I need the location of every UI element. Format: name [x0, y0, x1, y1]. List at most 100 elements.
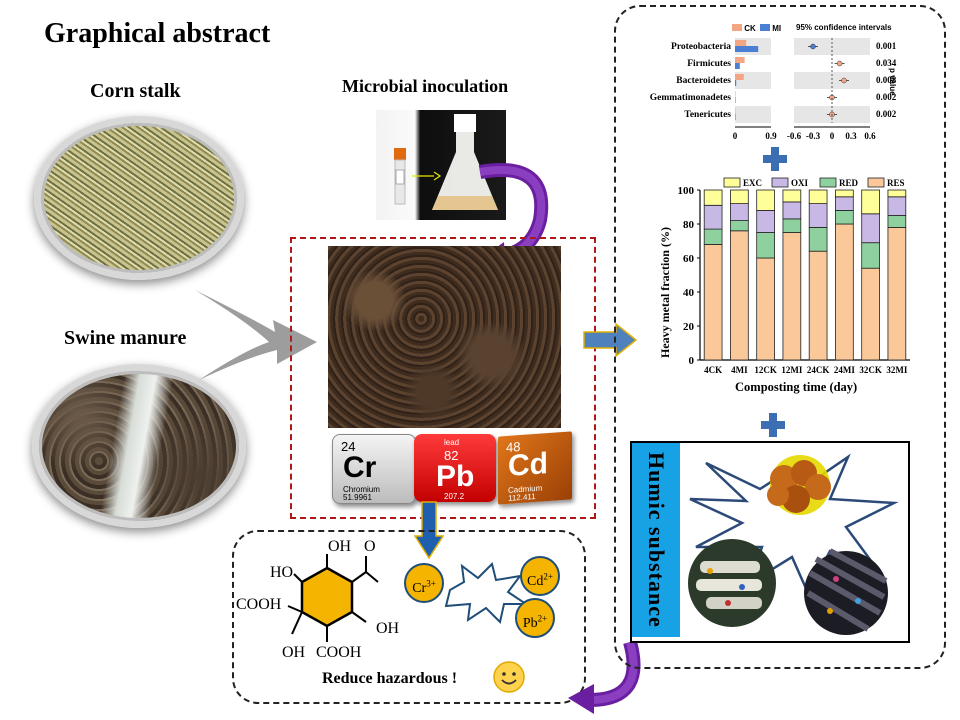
mol-o-top: O: [364, 538, 376, 555]
bacteria-row-bg-left: [735, 72, 771, 89]
bacteria-ci-point: [841, 77, 847, 84]
humic-molecule: [287, 554, 379, 642]
inoculation-photo: [376, 110, 506, 220]
heavy-bar-red: [756, 232, 775, 259]
bacteria-ci-point: [836, 60, 843, 67]
heavy-bar-oxi: [835, 196, 854, 211]
heavy-legend-swatch: [819, 177, 837, 188]
bacteria-pvalue: 0.002: [876, 92, 897, 102]
heavy-bar-res: [703, 244, 723, 361]
heavy-bar-exc: [887, 189, 907, 198]
pb-mass: 207.2: [444, 492, 465, 501]
element-tile-cd: 48 Cd Cadmium 112.411: [498, 431, 572, 505]
bacteria-bar-mi: [735, 46, 759, 52]
heavy-bar-oxi: [887, 196, 907, 216]
bacteria-pvalue: 0.008: [876, 75, 897, 85]
heavy-bar-oxi: [861, 213, 880, 244]
bacteria-pvalue: 0.034: [876, 58, 897, 68]
heavy-bar-res: [808, 250, 828, 361]
bacteria-right-tick: 0.6: [864, 131, 876, 140]
heavy-bar-red: [887, 215, 907, 228]
heavy-bar-red: [835, 210, 854, 225]
binding-burst: [444, 562, 530, 624]
element-tile-cr: 24 Cr Chromium 51.9961: [332, 434, 416, 504]
heavy-y-tick-label: 0: [689, 355, 695, 367]
legend-ck: CK: [744, 24, 756, 33]
heavy-legend-label: EXC: [743, 178, 762, 188]
heavy-bar-red: [730, 220, 749, 232]
bacteria-bar-ck: [735, 57, 745, 63]
heavy-x-tick-label: 12MI: [781, 365, 802, 375]
heavy-metal-ylabel-wrap: Heavy metal fraction (%): [658, 188, 674, 358]
heavy-x-tick-label: 32MI: [886, 365, 907, 375]
heavy-y-tick-label: 20: [683, 321, 695, 333]
heavy-bar-oxi: [808, 203, 828, 228]
heavy-legend-swatch: [723, 177, 741, 188]
heavy-y-tick-label: 80: [683, 219, 695, 231]
heavy-legend-swatch: [867, 177, 885, 188]
heavy-x-tick-label: 24MI: [834, 365, 855, 375]
compost-frame: [290, 237, 596, 519]
heavy-bar-exc: [730, 189, 749, 205]
heavy-bar-res: [782, 232, 802, 361]
heavy-legend-label: RES: [887, 178, 905, 188]
ion-cr: Cr3+: [404, 563, 444, 603]
heavy-bar-exc: [861, 189, 880, 215]
cr-number: 24: [341, 439, 356, 454]
cd-mass: 112.411: [508, 491, 536, 503]
heavy-bar-oxi: [782, 201, 802, 220]
heavy-bar-oxi: [730, 203, 749, 221]
bacteria-category-label: Proteobacteria: [671, 42, 731, 52]
heavy-x-tick-label: 4MI: [731, 365, 748, 375]
ion-cr-label: Cr3+: [412, 578, 436, 596]
heavy-legend-label: OXI: [791, 178, 809, 188]
heavy-bar-red: [782, 218, 802, 233]
bacteria-category-label: Bacteroidetes: [676, 76, 731, 86]
heavy-x-tick-label: 24CK: [807, 365, 830, 375]
heavy-bar-res: [887, 227, 907, 361]
bacteria-bar-ck: [735, 74, 744, 80]
heavy-legend-label: RED: [839, 178, 859, 188]
microbial-inoculation-label: Microbial inoculation: [342, 76, 509, 96]
heavy-bar-oxi: [703, 204, 723, 230]
page-title: Graphical abstract: [44, 18, 271, 49]
plus-icon-2: [761, 413, 785, 437]
reduce-hazardous-label: Reduce hazardous !: [322, 670, 458, 687]
cr-name: Chromium: [343, 485, 380, 494]
ion-cd-label: Cd2+: [527, 571, 553, 589]
bacteria-left-tick: 0.9: [765, 131, 777, 140]
corn-stalk-label: Corn stalk: [90, 80, 181, 102]
ci-label: 95% confidence intervals: [796, 23, 892, 32]
heavy-bar-res: [756, 257, 775, 361]
heavy-x-tick-label: 12CK: [754, 365, 777, 375]
mol-oh-bottom: OH: [282, 644, 306, 661]
heavy-metal-xlabel: Composting time (day): [735, 380, 858, 394]
reduce-frame: [232, 530, 586, 704]
bacteria-right-tick: -0.6: [787, 131, 802, 140]
heavy-bar-res: [861, 267, 880, 361]
heavy-x-tick-label: 4CK: [704, 365, 722, 375]
pb-symbol: Pb: [436, 460, 475, 493]
mol-cooh-bottom: COOH: [316, 644, 362, 661]
bacteria-category-label: Firmicutes: [687, 59, 731, 69]
bacteria-pvalue: 0.002: [876, 109, 897, 119]
pb-number: 82: [444, 448, 459, 463]
bacteria-category-label: Tenericutes: [684, 110, 731, 120]
bacteria-right-tick: 0.3: [845, 131, 857, 140]
ion-cd: Cd2+: [520, 556, 560, 596]
merge-arrow: [195, 290, 317, 380]
to-charts-arrow: [583, 322, 638, 358]
bacteria-ci-point: [810, 43, 816, 50]
bacteria-bar-ck: [735, 91, 736, 97]
heavy-bar-res: [835, 223, 854, 361]
bacteria-row-bg-left: [735, 106, 771, 123]
plus-icon-1: [763, 147, 787, 171]
ion-pb: Pb2+: [515, 598, 555, 638]
heavy-bar-exc: [835, 189, 854, 198]
heavy-bar-exc: [756, 189, 775, 211]
heavy-x-tick-label: 32CK: [859, 365, 882, 375]
pvalue-label: p value: [888, 68, 897, 96]
results-frame: [614, 5, 946, 669]
element-tile-pb: lead 82 Pb 207.2: [414, 434, 496, 502]
